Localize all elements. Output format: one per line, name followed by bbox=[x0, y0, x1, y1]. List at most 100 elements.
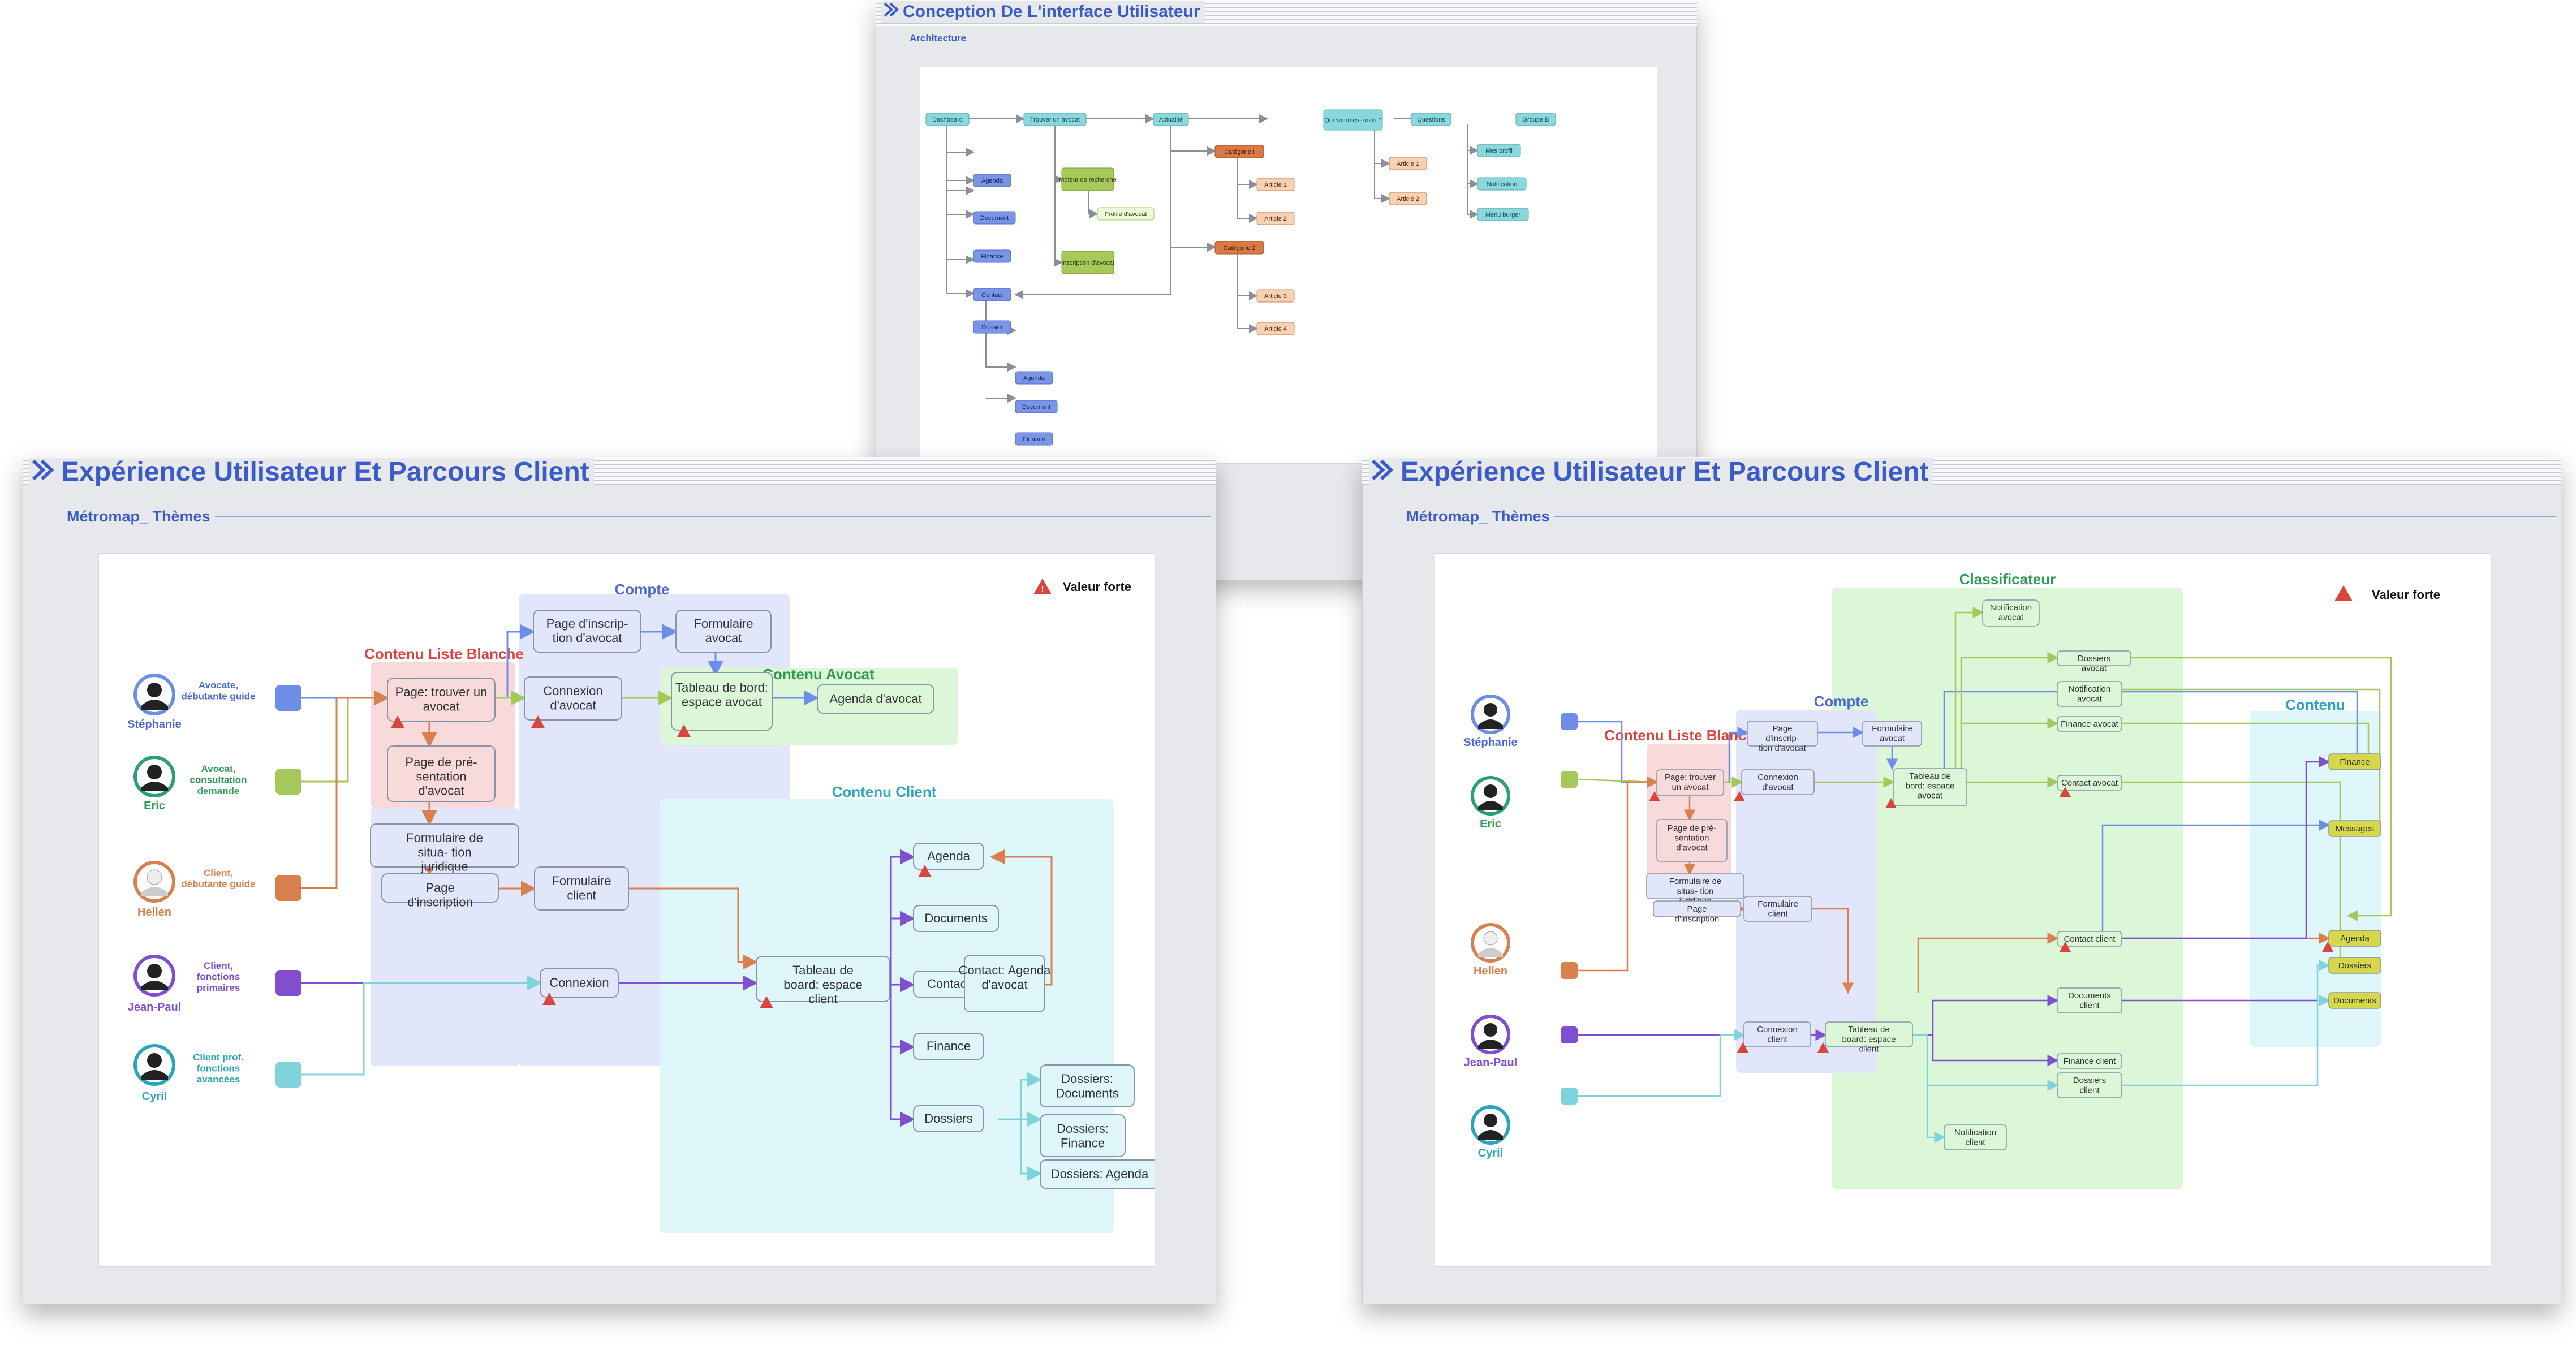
node-groupe-b-label: Groupe B bbox=[1522, 117, 1549, 123]
node-inscription-label: Inscription d'avocat bbox=[1061, 260, 1114, 266]
node-c-agenda: Agenda bbox=[2328, 930, 2381, 947]
node-connexion: Connexion bbox=[540, 968, 619, 998]
node-article-1-label: Article 1 bbox=[1264, 182, 1287, 188]
architecture-canvas: Dashboard Trouver un avocat Actualité Qu… bbox=[920, 67, 1657, 464]
node-agenda-2 bbox=[1015, 371, 1053, 385]
node-mes-profil bbox=[1477, 144, 1521, 157]
warning-icons bbox=[391, 715, 932, 1008]
persona-cyril: Cyril bbox=[1471, 1088, 1578, 1159]
node-dossiers-finance: Dossiers:Finance bbox=[1040, 1114, 1126, 1157]
node-contact-label: Contact bbox=[981, 292, 1003, 299]
chevron-icon bbox=[1371, 458, 1401, 486]
svg-text:Eric: Eric bbox=[1480, 818, 1501, 830]
persona-hellen: Hellen bbox=[1471, 923, 1578, 979]
node-finance-2-label: Finance bbox=[1023, 436, 1045, 443]
node-agenda-2-label: Agenda bbox=[1023, 375, 1045, 382]
zone-avocat-label: Contenu Avocat bbox=[763, 666, 875, 683]
svg-text:Cyril: Cyril bbox=[142, 1090, 167, 1103]
node-moteur bbox=[1061, 167, 1114, 191]
line-cyan bbox=[301, 975, 542, 1076]
zone-compte bbox=[1736, 710, 1877, 1073]
persona-stephanie: Stéphanie bbox=[1463, 695, 1578, 749]
metromap-left-window: Expérience Utilisateur Et Parcours Clien… bbox=[23, 457, 1216, 1304]
node-categorie-1 bbox=[1214, 145, 1264, 158]
zone-classificateur bbox=[1832, 588, 2183, 1189]
section-label: Métromap_ Thèmes bbox=[1406, 508, 1554, 525]
node-q-article-1-label: Article 1 bbox=[1397, 161, 1419, 167]
node-finance-label: Finance bbox=[981, 253, 1003, 260]
svg-text:Tableau de bord:espace avocat: Tableau de bord:espace avocat bbox=[675, 680, 768, 709]
node-article-4 bbox=[1256, 322, 1295, 335]
zone-client-label: Contenu Client bbox=[832, 783, 937, 800]
section-divider bbox=[68, 516, 1211, 517]
node-mes-profil-label: Mes profil bbox=[1485, 148, 1513, 154]
legend-label: Valeur forte bbox=[1063, 580, 1131, 594]
node-finance bbox=[973, 249, 1011, 263]
svg-text:Documents: Documents bbox=[924, 911, 987, 925]
node-qui-sommes-nous bbox=[1323, 109, 1383, 131]
svg-text:Finance: Finance bbox=[2340, 757, 2370, 767]
node-dossiers-agenda: Dossiers: Agenda bbox=[1040, 1159, 1160, 1189]
node-agenda: Agenda bbox=[913, 843, 984, 870]
zone-liste-label: Contenu Liste Blanche bbox=[1604, 727, 1764, 744]
node-article-1 bbox=[1256, 178, 1295, 191]
svg-text:Dossiers: Agenda: Dossiers: Agenda bbox=[1051, 1167, 1149, 1181]
svg-text:Agenda: Agenda bbox=[2340, 934, 2370, 943]
node-contact-client: Contact client bbox=[2057, 931, 2122, 947]
node-menu-burger bbox=[1477, 208, 1529, 221]
legend-label: Valeur forte bbox=[2372, 588, 2440, 602]
svg-text:Dossiers: Dossiers bbox=[924, 1111, 973, 1125]
node-profile bbox=[1097, 207, 1155, 221]
node-profile-label: Profile d'avocat bbox=[1105, 211, 1147, 218]
node-questions bbox=[1411, 113, 1451, 126]
node-finance-2 bbox=[1015, 432, 1053, 446]
window-title: Expérience Utilisateur Et Parcours Clien… bbox=[61, 457, 589, 487]
node-dossier bbox=[973, 320, 1011, 334]
svg-text:Client,débutante guide: Client,débutante guide bbox=[181, 868, 255, 890]
node-article-3 bbox=[1256, 289, 1295, 303]
svg-text:Jean-Paul: Jean-Paul bbox=[128, 1001, 181, 1013]
node-c-finance: Finance bbox=[2328, 753, 2381, 770]
node-groupe-b bbox=[1515, 113, 1556, 126]
zone-liste-lower bbox=[371, 808, 519, 1066]
persona-eric: Eric bbox=[1471, 771, 1578, 830]
node-contact bbox=[973, 288, 1011, 301]
node-tableau-avocat: Tableau de bord:espace avocat bbox=[671, 672, 773, 731]
svg-text:Contact: Contact bbox=[927, 977, 970, 991]
svg-text:Connexion: Connexion bbox=[549, 976, 609, 990]
node-document-2 bbox=[1015, 400, 1058, 413]
node-inscription bbox=[1061, 251, 1114, 274]
node-moteur-label: Moteur de recherche bbox=[1059, 176, 1117, 183]
